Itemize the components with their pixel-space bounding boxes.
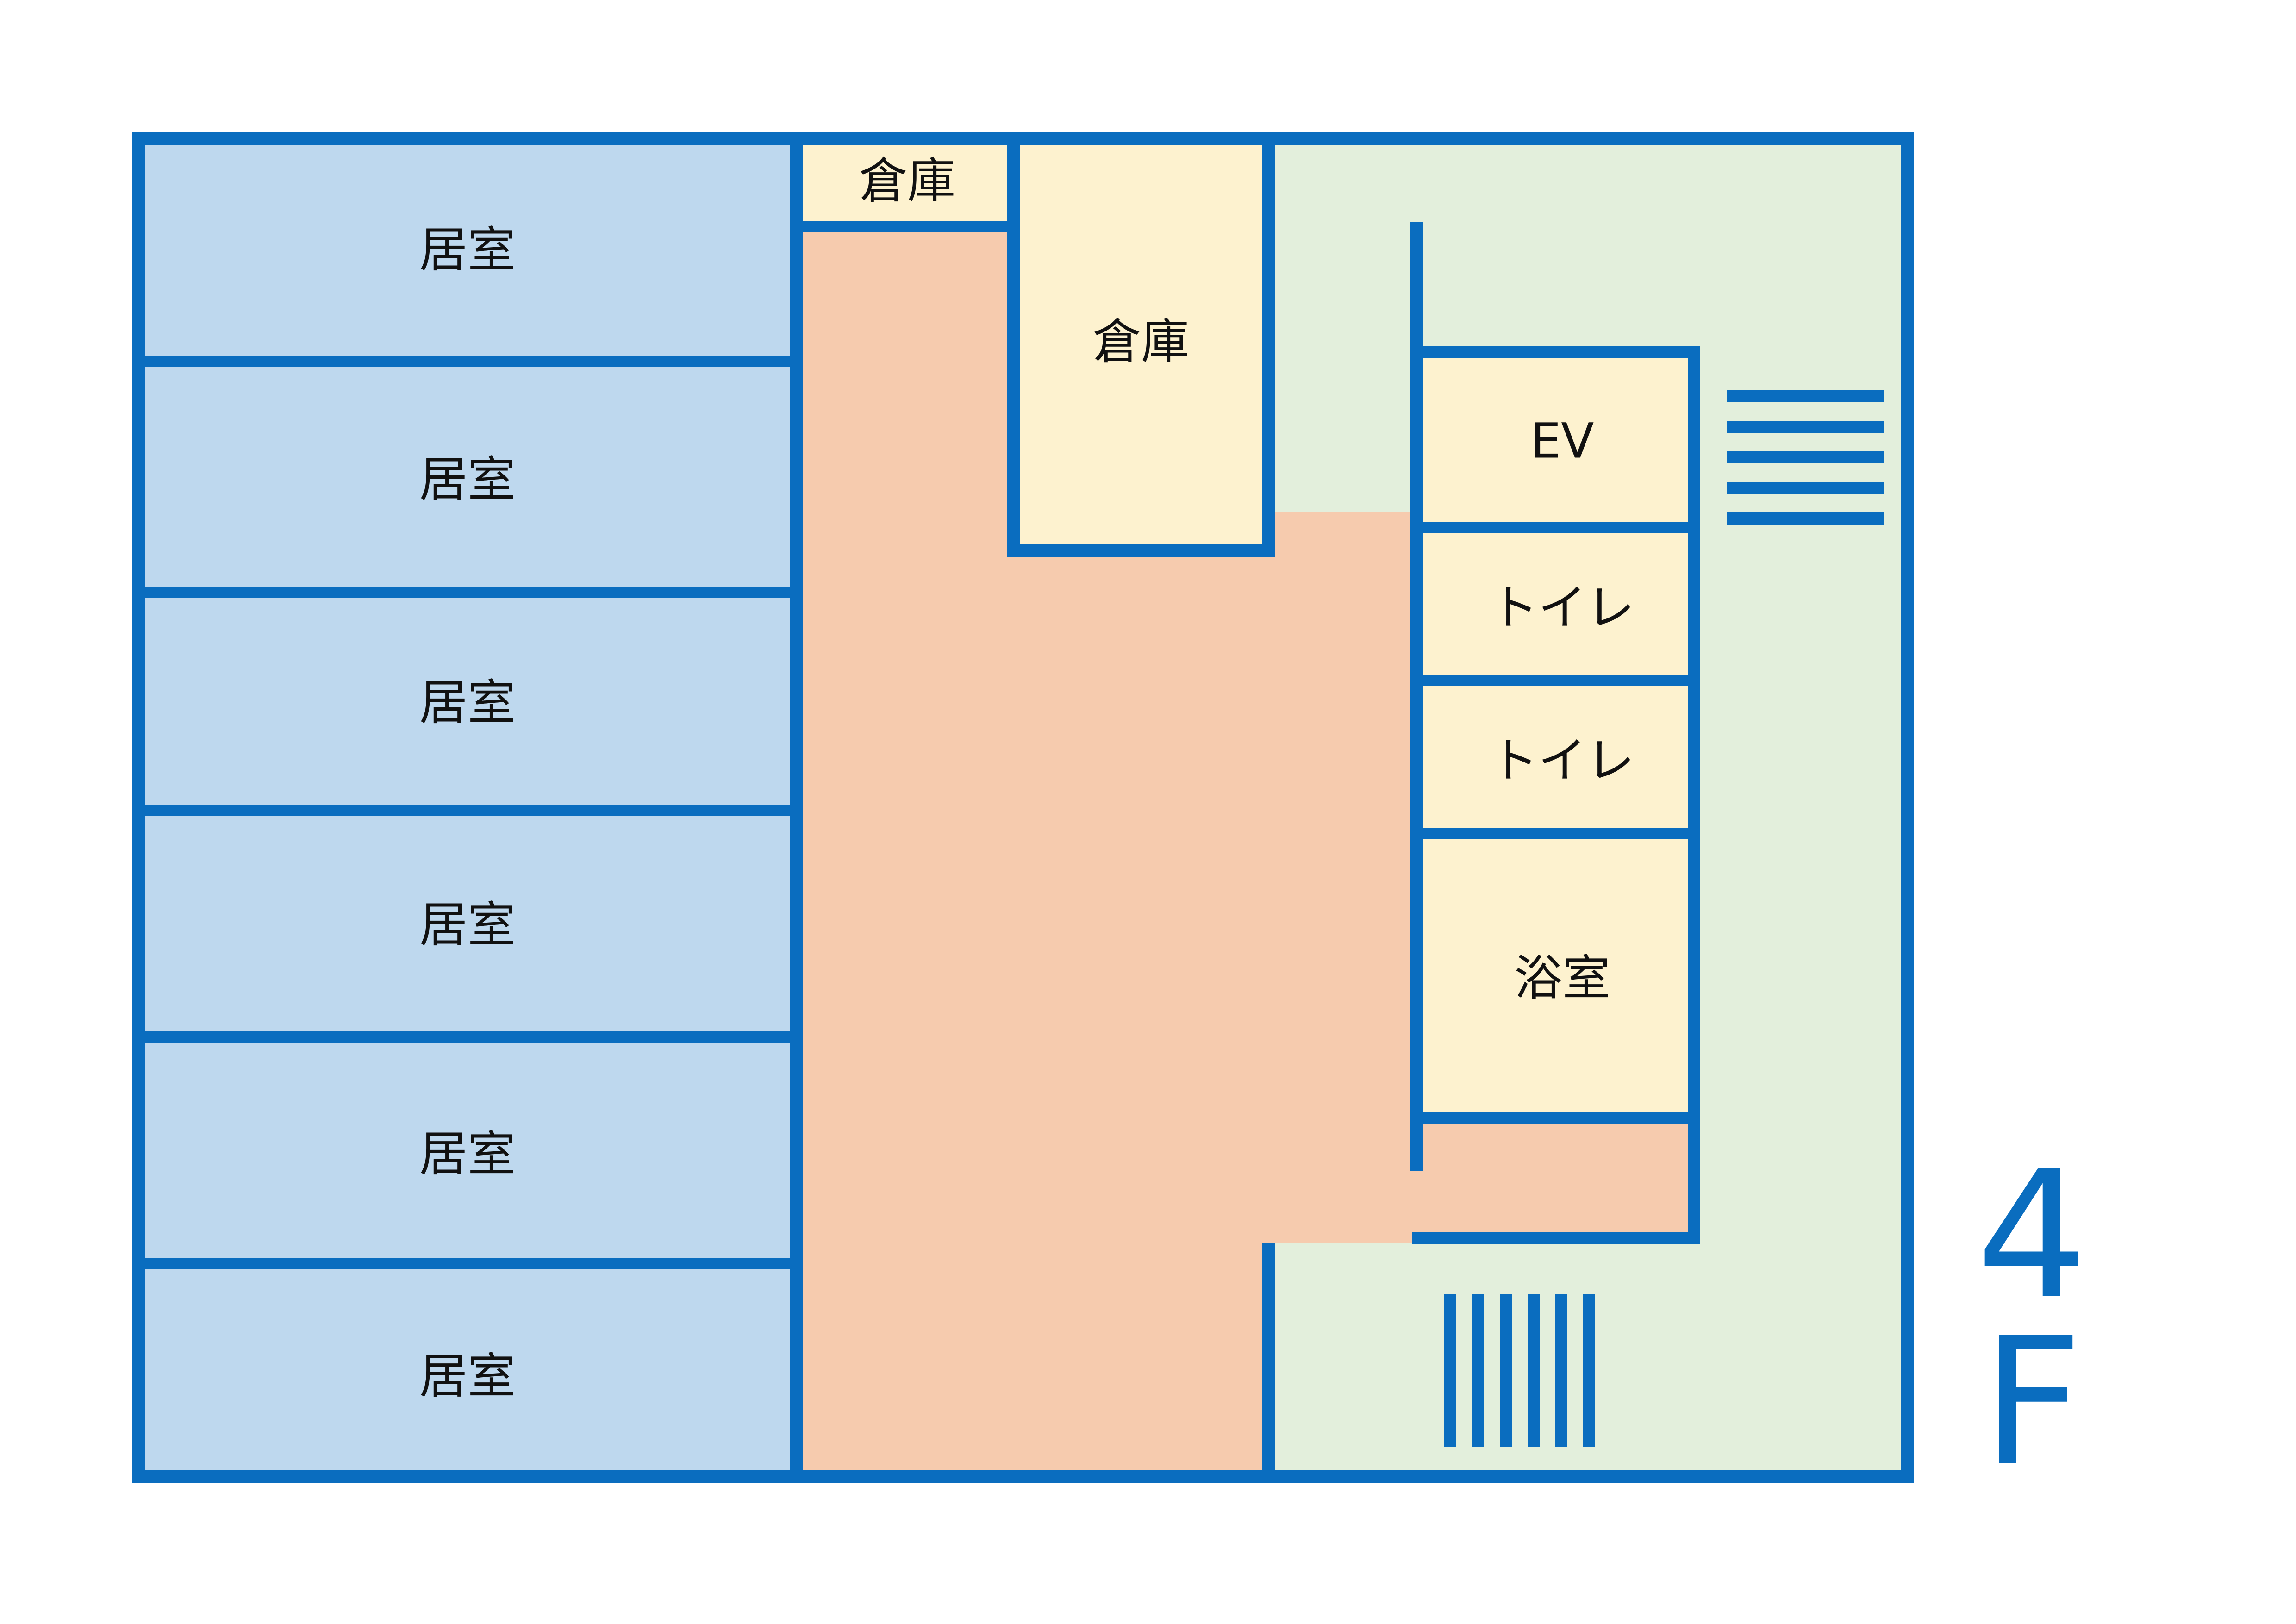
toilet-1[interactable] xyxy=(1416,528,1694,681)
wall-storage-large xyxy=(1007,139,1275,557)
stairs-icon xyxy=(1444,1294,1595,1447)
stairs-icon xyxy=(1727,390,1884,525)
elevator-label: EV xyxy=(1531,412,1594,469)
storage-large[interactable] xyxy=(1014,139,1268,551)
corridor-pocket xyxy=(1416,1118,1694,1238)
bathroom-label: 浴室 xyxy=(1514,949,1610,1006)
corridor-extension xyxy=(1268,512,1421,1243)
floor-letter: F xyxy=(1982,1299,2083,1505)
toilet-2-label: トイレ xyxy=(1490,732,1635,788)
living-room-3-label: 居室 xyxy=(419,674,516,731)
walls xyxy=(132,132,1914,1483)
storage-small[interactable] xyxy=(796,139,1014,227)
toilet-1-label: トイレ xyxy=(1490,579,1635,636)
elevator[interactable] xyxy=(1416,352,1694,528)
living-room-5-label: 居室 xyxy=(419,1125,516,1182)
living-room-1-label: 居室 xyxy=(419,221,516,278)
bathroom[interactable] xyxy=(1416,833,1694,1118)
living-room-3[interactable] xyxy=(139,593,796,810)
living-room-2[interactable] xyxy=(139,361,796,593)
living-room-6-label: 居室 xyxy=(419,1348,516,1404)
living-room-6[interactable] xyxy=(139,1264,796,1477)
living-room-4[interactable] xyxy=(139,810,796,1037)
storage-small-label: 倉庫 xyxy=(859,152,955,209)
living-room-1[interactable] xyxy=(139,139,796,361)
living-room-2-label: 居室 xyxy=(419,451,516,507)
living-room-4-label: 居室 xyxy=(419,896,516,953)
living-room-5[interactable] xyxy=(139,1037,796,1264)
floor-number: 4 xyxy=(1976,1133,2088,1338)
wall-core-outline xyxy=(1412,346,1700,1244)
storage-large-label: 倉庫 xyxy=(1093,313,1189,369)
toilet-2[interactable] xyxy=(1416,681,1694,833)
